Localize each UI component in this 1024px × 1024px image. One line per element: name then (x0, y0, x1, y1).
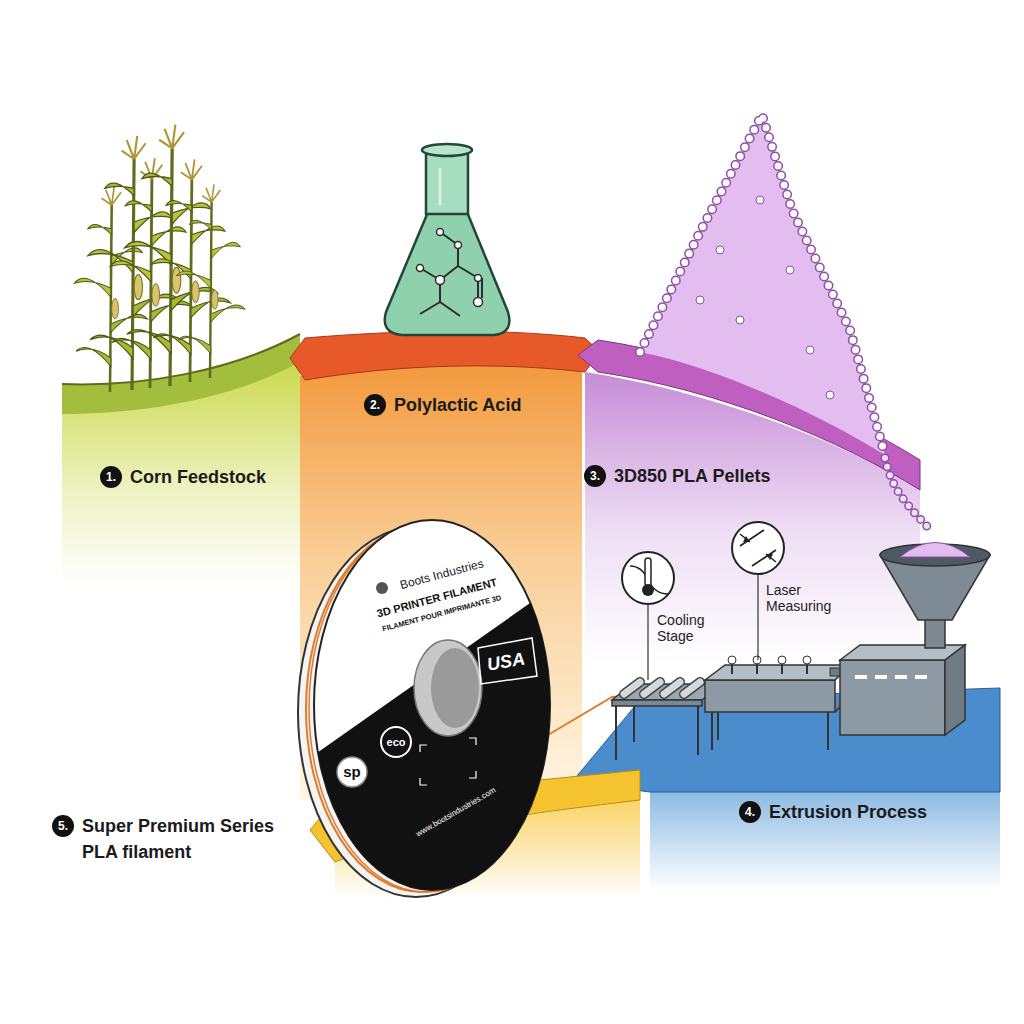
stage-caption: Laser Measuring (766, 582, 844, 614)
pellet-pile (640, 115, 885, 455)
filament-spool (290, 582, 600, 920)
water-bath (803, 656, 811, 664)
pellet-pile (756, 196, 764, 204)
cooling-icon (647, 605, 648, 680)
flask (385, 212, 510, 335)
callout-number: 5. (52, 815, 74, 837)
callout-number: 2. (364, 394, 386, 416)
filament-spool (376, 582, 388, 594)
cooling-icon (642, 584, 654, 596)
water-bath (732, 660, 807, 674)
stage-label: 5. Super Premium Series PLA filament (52, 813, 302, 865)
filament-spool (420, 738, 476, 785)
callout-number: 1. (100, 466, 122, 488)
pellet-pile (885, 458, 932, 532)
stage-label: 1. Corn Feedstock (100, 464, 266, 490)
filament-spool (478, 638, 537, 684)
stage-label: 4. Extrusion Process (739, 799, 927, 825)
extrusion-machine (548, 543, 990, 761)
extrusion-band (650, 792, 1000, 890)
extruder (830, 543, 990, 736)
extruder (900, 543, 970, 558)
corn-plants (176, 184, 245, 378)
pellet-pile (640, 115, 885, 455)
filament-spool (290, 520, 600, 920)
stage-name: Super Premium Series PLA filament (82, 813, 302, 865)
stage-caption: Cooling Stage (657, 612, 721, 644)
water-bath (712, 712, 828, 750)
extruder (875, 675, 887, 679)
corn-band (62, 334, 300, 585)
water-bath (778, 656, 786, 664)
corn-plants (74, 125, 245, 392)
flask (385, 144, 510, 335)
laser-icon (740, 534, 776, 562)
water-bath (728, 656, 736, 664)
cooling-table (624, 682, 700, 694)
cooling-table (624, 682, 700, 694)
laser-icon (757, 575, 758, 660)
acid-band (290, 331, 600, 380)
water-bath (705, 680, 835, 712)
stage-label: 2. Polylactic Acid (364, 392, 521, 418)
extruder (895, 675, 907, 679)
extruder (840, 660, 945, 735)
molecule (455, 242, 462, 249)
pellet-pile (826, 391, 834, 399)
laser-icon (732, 522, 784, 574)
extruder (855, 675, 867, 679)
filament-spool (414, 640, 482, 736)
pellet-pile (786, 266, 794, 274)
stage-label: 3. 3D850 PLA Pellets (584, 463, 770, 489)
cooling-table (612, 700, 702, 706)
corn-plants (125, 125, 218, 386)
pellet-pile (696, 296, 704, 304)
pellet-pile (716, 246, 724, 254)
cooling-icon (622, 552, 674, 604)
molecule (474, 298, 483, 307)
molecule (436, 276, 445, 285)
molecule (437, 229, 444, 236)
molecule (417, 265, 424, 272)
pellet-pile (640, 115, 885, 455)
extruder (840, 645, 965, 660)
pellet-pile (885, 458, 932, 532)
callout-number: 4. (739, 801, 761, 823)
extruder (925, 618, 945, 648)
laser-icon (743, 536, 773, 560)
cooling-icon (645, 558, 651, 586)
pellet-pile (736, 316, 744, 324)
callout-number: 3. (584, 465, 606, 487)
extruder (915, 675, 927, 679)
corn-band (62, 334, 300, 414)
logo-text: sp (343, 763, 361, 780)
extruder (945, 645, 965, 735)
water-bath (753, 656, 761, 664)
laser-icon (740, 530, 776, 566)
filament-spool (381, 727, 411, 757)
water-bath (705, 656, 850, 750)
filament-spool (337, 757, 367, 787)
pellet-pile (806, 346, 814, 354)
molecule (475, 275, 482, 282)
stage-name: 3D850 PLA Pellets (614, 463, 770, 489)
logo-text: eco (387, 736, 406, 749)
flask (439, 168, 442, 205)
flask (422, 144, 472, 156)
filament-spool (431, 648, 479, 728)
molecule (417, 229, 483, 317)
stage-name: Extrusion Process (769, 799, 927, 825)
water-bath (705, 665, 850, 680)
stage-name: Corn Feedstock (130, 464, 266, 490)
stage-name: Polylactic Acid (394, 392, 521, 418)
flask (426, 150, 468, 214)
molecule (420, 232, 482, 316)
